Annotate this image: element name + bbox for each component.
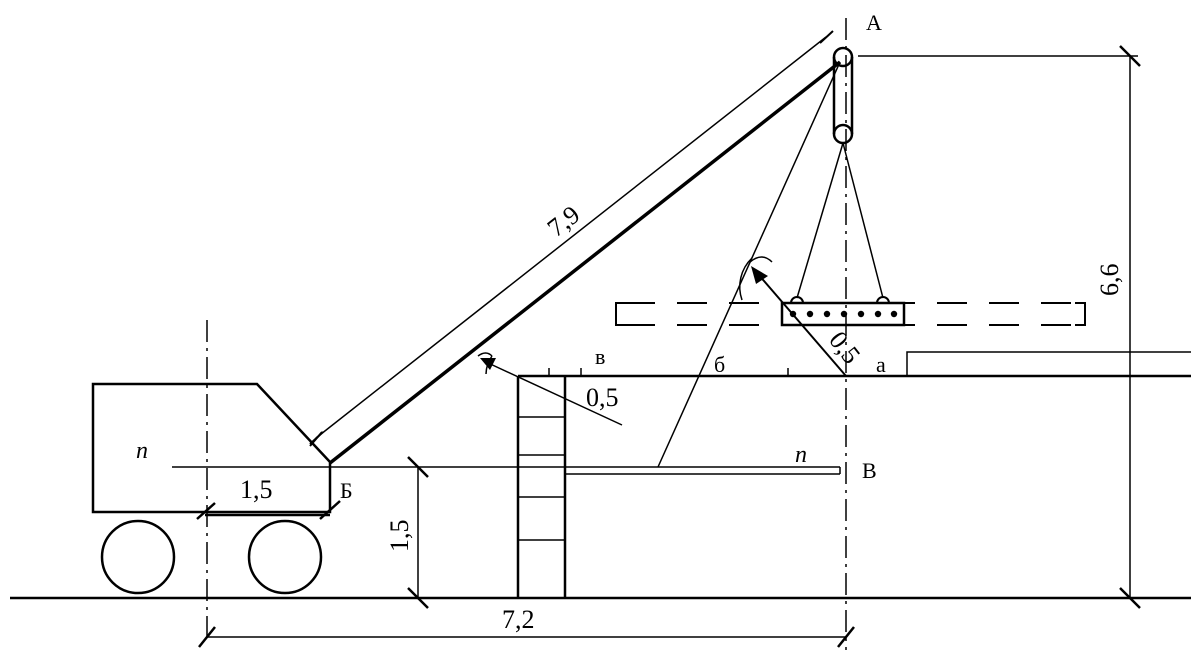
crane-wheel-left (100, 519, 176, 595)
ladder-rungs (518, 416, 565, 541)
dim-clearance-load: 0,5 (823, 326, 866, 369)
boom-dimension-line (315, 36, 827, 439)
sling-eye-left (790, 296, 804, 304)
crane-cab (91, 382, 332, 514)
dim-height-total: 6,6 (1095, 264, 1124, 297)
dim-pivot-offset: 1,5 (240, 475, 273, 504)
label-point-b-lower: б (714, 352, 725, 377)
wall-clearance-arrowhead (480, 358, 496, 370)
sling-right (842, 142, 884, 299)
height-dim-tick-top (1119, 45, 1141, 67)
base-dim-tick-left (198, 626, 216, 648)
platform-step (906, 351, 1191, 376)
label-point-a-upper: А (866, 10, 882, 35)
hook-pulley-top (832, 46, 854, 68)
dim-clearance-wall: 0,5 (586, 383, 619, 412)
pivot-height-tick-top (407, 456, 429, 478)
load-clearance-arrowhead (751, 266, 768, 284)
label-plane-n-left: п (136, 438, 148, 464)
load-travel-outline (615, 302, 1086, 326)
hook-pulley-bottom (832, 123, 854, 145)
wall-clearance-arc-tail (477, 352, 493, 357)
label-point-b: Б (340, 478, 353, 503)
dim-base-width: 7,2 (502, 605, 535, 634)
sling-eye-right (876, 296, 890, 304)
dim-boom-length: 7,9 (542, 200, 585, 243)
label-point-v: В (862, 458, 877, 483)
label-plane-n-right: п (795, 442, 807, 468)
label-point-v-lower: в (595, 344, 605, 369)
load-clearance-arc-tail (749, 256, 773, 263)
crane-boom (328, 60, 842, 465)
pivot-offset-tick-right (319, 500, 341, 520)
label-point-a-lower: а (876, 352, 886, 377)
reach-line (657, 61, 841, 468)
sling-left (796, 142, 844, 299)
boom-pivot-tick (309, 431, 323, 447)
height-dim-tick-bottom (1119, 587, 1141, 609)
wall-clearance-arrow (485, 361, 623, 426)
pivot-height-tick-bottom (407, 587, 429, 609)
pivot-offset-tick-left (196, 502, 216, 520)
load-beam-dots (789, 310, 898, 318)
dim-height-pivot: 1,5 (385, 520, 414, 553)
crane-wheel-right (247, 519, 323, 595)
boom-dim-tick-upper (819, 30, 834, 44)
load-clearance-arrow (757, 273, 847, 377)
load-clearance-arc (739, 257, 753, 301)
base-dim-tick-right (837, 626, 855, 648)
